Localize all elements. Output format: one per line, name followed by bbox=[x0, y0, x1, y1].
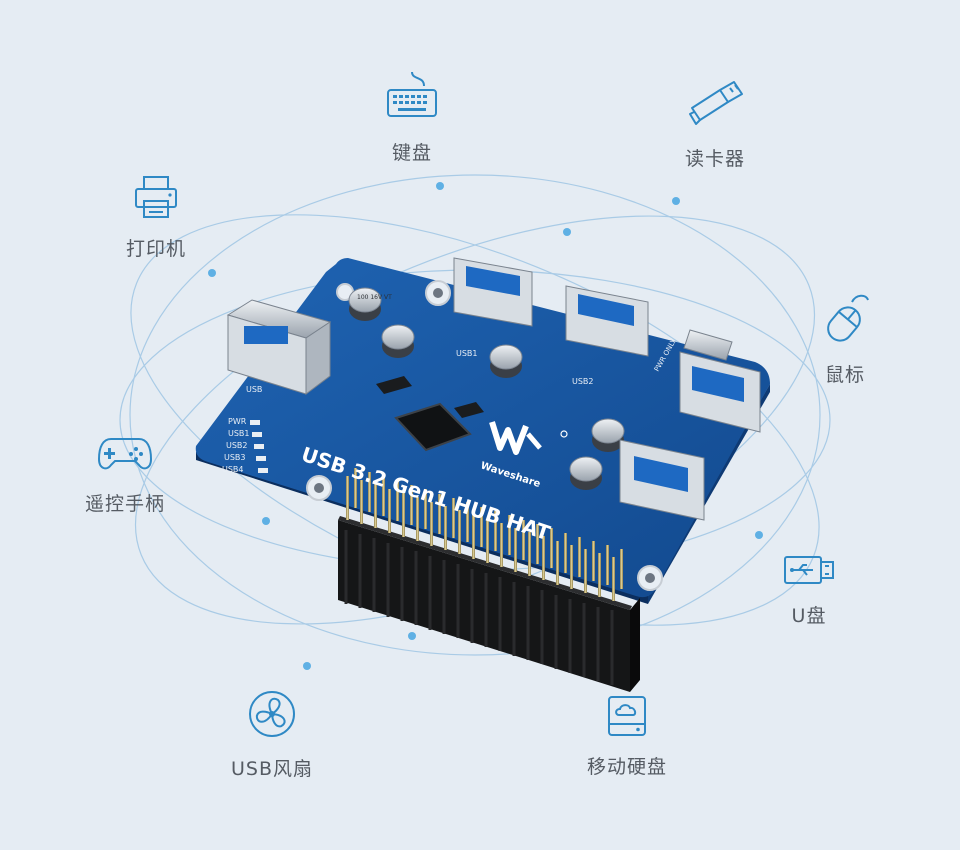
port-label: USB1 bbox=[456, 349, 478, 358]
usb-ports bbox=[226, 257, 761, 521]
mouse-icon bbox=[827, 294, 869, 342]
port-label: USB2 bbox=[572, 377, 594, 386]
orbit-dot bbox=[303, 662, 311, 670]
orbit-ellipse bbox=[129, 174, 821, 656]
feature-usb-fan: USB风扇 bbox=[202, 688, 342, 781]
orbit-dot bbox=[408, 632, 416, 640]
fan-icon bbox=[249, 691, 295, 737]
capacitors: 100 16V VT bbox=[348, 287, 625, 490]
status-leds bbox=[250, 420, 268, 473]
printer-icon bbox=[135, 176, 177, 218]
gpio-pins bbox=[346, 468, 623, 601]
usb-drive-icon bbox=[784, 556, 834, 584]
gamepad-icon bbox=[97, 438, 153, 470]
pcb-edge bbox=[648, 384, 770, 604]
feature-label: 读卡器 bbox=[684, 148, 745, 170]
card-reader-icon bbox=[689, 81, 743, 125]
feature-hard-drive: 移动硬盘 bbox=[557, 694, 697, 779]
led-label: USB2 bbox=[226, 441, 248, 450]
orbit-dot bbox=[208, 269, 216, 277]
hard-drive-icon bbox=[608, 696, 646, 736]
orbit-dot bbox=[755, 531, 763, 539]
keyboard-icon bbox=[387, 71, 437, 117]
waveshare-logo bbox=[489, 421, 568, 455]
port-label: USB bbox=[246, 385, 262, 394]
led-label: PWR bbox=[228, 417, 247, 426]
orbit-ellipse bbox=[134, 215, 816, 625]
feature-label: U盘 bbox=[791, 605, 827, 627]
mounting-holes bbox=[306, 280, 663, 591]
orbit-dot bbox=[262, 517, 270, 525]
orbit-dot bbox=[563, 228, 571, 236]
feature-label: 键盘 bbox=[391, 142, 432, 164]
feature-mouse: 鼠标 bbox=[775, 290, 915, 387]
orbit-dot bbox=[672, 197, 680, 205]
led-label: USB1 bbox=[228, 429, 250, 438]
feature-label: USB风扇 bbox=[230, 758, 313, 780]
feature-keyboard: 键盘 bbox=[342, 68, 482, 165]
feature-gamepad: 遥控手柄 bbox=[55, 433, 195, 516]
feature-card-reader: 读卡器 bbox=[645, 80, 785, 171]
hub-controller-chip bbox=[394, 402, 472, 452]
orbit-dot bbox=[436, 182, 444, 190]
led-label: USB4 bbox=[222, 465, 244, 474]
feature-label: 打印机 bbox=[125, 238, 186, 260]
feature-printer: 打印机 bbox=[86, 174, 226, 261]
capacitor-text: 100 16V VT bbox=[357, 294, 392, 301]
led-label: USB3 bbox=[224, 453, 246, 462]
header-slots bbox=[344, 530, 614, 685]
feature-label: 鼠标 bbox=[824, 364, 865, 386]
feature-usb-drive: U盘 bbox=[739, 553, 879, 628]
feature-label: 移动硬盘 bbox=[586, 756, 667, 778]
feature-label: 遥控手柄 bbox=[84, 493, 165, 515]
